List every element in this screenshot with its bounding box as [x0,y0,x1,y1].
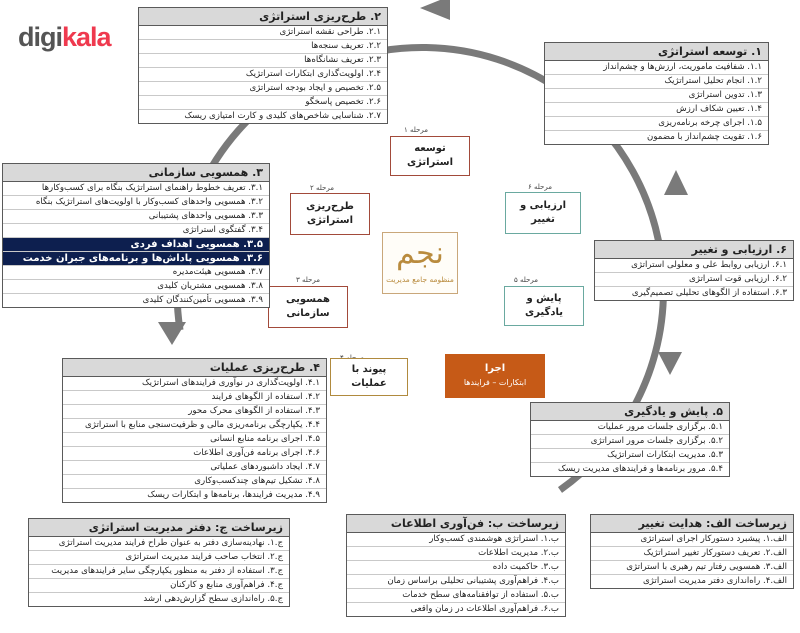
center-logo: نجم منظومه جامع مدیریت [382,232,458,294]
list-item: الف.۳. همسویی رفتار تیم رهبری با استراتژ… [591,561,793,575]
brand-logo: digikala [18,22,112,52]
stage-1: توسعه استراتژی [390,136,470,176]
list-item: ۴.۹. مدیریت فرایندها، برنامه‌ها و ابتکار… [147,490,320,500]
list-item: ۶.۳. استفاده از الگوهای تحلیلی تصمیم‌گیر… [631,288,787,298]
box-stage5: ۵. پایش و یادگیری ۵.۱. برگزاری جلسات مرو… [530,402,730,477]
stage-5: پایش و یادگیری [504,286,584,326]
box-stage3: ۳. همسویی سازمانی ۳.۱. تعریف خطوط راهنما… [2,163,270,308]
ring-arrowhead-top [420,0,450,20]
list-item: ب.۲. مدیریت اطلاعات [347,547,565,561]
box-sub-lead: زیرساخت الف: هدایت تغییر الف.۱. پیشبرد د… [590,514,794,589]
list-item: ۳.۴. گفتگوی استراتژی [3,224,269,238]
list-item: ۳.۳. همسویی واحدهای پشتیبانی [3,210,269,224]
stage-3-label: مرحله ۳ [296,276,320,284]
stage-3: همسویی سازمانی [268,286,348,328]
stage-6: ارزیابی و تغییر [505,192,581,234]
box-stage5-title: ۵. پایش و یادگیری [531,403,729,421]
list-item: ۲.۵. تخصیص و ایجاد بودجه استراتژی [139,82,387,96]
list-item: ۳.۹. همسویی تأمین‌کنندگان کلیدی [142,295,263,305]
stage-2-label: مرحله ۲ [310,184,334,192]
stage-4: پیوند با عملیات [330,358,408,396]
box-stage2: ۲. طرح‌ریزی استراتژی ۲.۱. طراحی نقشه است… [138,7,388,124]
stage-2: طرح‌ریزی استراتژی [290,193,370,235]
highlighted-item: ۳.۵. همسویی اهداف فردی [3,238,269,252]
list-item: ۵.۲. برگزاری جلسات مرور استراتژی [531,435,729,449]
list-item: ۳.۲. همسویی واحدهای کسب‌وکار با اولویت‌ه… [3,196,269,210]
list-item: ب.۴. فراهم‌آوری پشتیبانی تحلیلی براساس ز… [347,575,565,589]
list-item: ب.۶. فراهم‌آوری اطلاعات در زمان واقعی [410,604,559,614]
list-item: ۲.۳. تعریف نشانگاه‌ها [139,54,387,68]
list-item: ۴.۱. اولویت‌گذاری در نوآوری فرایندهای اس… [63,377,326,391]
list-item: ۱.۳. تدوین استراتژی [545,89,768,103]
list-item: ۳.۷. همسویی هیئت‌مدیره [3,266,269,280]
list-item: ب.۱. استراتژی هوشمندی کسب‌وکار [347,533,565,547]
box-sub-lead-title: زیرساخت الف: هدایت تغییر [591,515,793,533]
list-item: ۴.۵. اجرای برنامه منابع انسانی [63,433,326,447]
box-stage3-title: ۳. همسویی سازمانی [3,164,269,182]
list-item: ۱.۶. تقویت چشم‌انداز با مضمون [647,132,762,142]
list-item: ۴.۸. تشکیل تیم‌های چندکسب‌وکاری [63,475,326,489]
box-stage4-title: ۴. طرح‌ریزی عملیات [63,359,326,377]
highlighted-item: ۳.۶. همسویی پاداش‌ها و برنامه‌های جبران … [3,252,269,266]
list-item: ۱.۴. تعیین شکاف ارزش [545,103,768,117]
list-item: الف.۱. پیشبرد دستورکار اجرای استراتژی [591,533,793,547]
box-sub-it-title: زیرساخت ب: فن‌آوری اطلاعات [347,515,565,533]
list-item: الف.۴. راه‌اندازی دفتر مدیریت استراتژی [642,576,787,586]
list-item: ج.۵. راه‌اندازی سطح گزارش‌دهی ارشد [143,594,283,604]
stage-1-label: مرحله ۱ [404,126,428,134]
list-item: ۲.۲. تعریف سنجه‌ها [139,40,387,54]
ring-arrowhead-lower-right [658,352,682,375]
list-item: ۲.۴. اولویت‌گذاری ابتکارات استراتژیک [139,68,387,82]
ring-arrowhead-right [664,170,688,195]
list-item: ۵.۴. مرور برنامه‌ها و فرایندهای مدیریت ر… [558,464,723,474]
list-item: ۳.۸. همسویی مشتریان کلیدی [3,280,269,294]
list-item: ۱.۱. شفافیت ماموریت، ارزش‌ها و چشم‌انداز [545,61,768,75]
list-item: ۲.۶. تخصیص پاسخگو [139,96,387,110]
list-item: ۲.۷. شناسایی شاخص‌های کلیدی و کارت امتیا… [184,111,381,121]
ring-arrowhead-left [158,322,186,345]
list-item: ۴.۷. ایجاد داشبوردهای عملیاتی [63,461,326,475]
list-item: ۴.۲. استفاده از الگوهای فرایند [63,391,326,405]
box-stage1-title: ۱. توسعه استراتژی [545,43,768,61]
list-item: ۱.۲. انجام تحلیل استراتژیک [545,75,768,89]
box-stage1: ۱. توسعه استراتژی ۱.۱. شفافیت ماموریت، ا… [544,42,769,145]
box-stage6: ۶. ارزیابی و تغییر ۶.۱. ارزیابی روابط عل… [594,240,794,301]
list-item: ب.۵. استفاده از توافقنامه‌های سطح خدمات [347,589,565,603]
list-item: ۶.۱. ارزیابی روابط علی و معلولی استراتژی [595,259,793,273]
list-item: ج.۱. نهادینه‌سازی دفتر به عنوان طراح فرا… [29,537,289,551]
list-item: ۴.۴. یکپارچگی برنامه‌ریزی مالی و ظرفیت‌س… [63,419,326,433]
stage-5-label: مرحله ۵ [514,276,538,284]
list-item: ۲.۱. طراحی نقشه استراتژی [139,26,387,40]
list-item: ۱.۵. اجرای چرخه برنامه‌ریزی [545,117,768,131]
list-item: ۴.۳. استفاده از الگوهای محرک محور [63,405,326,419]
list-item: الف.۲. تعریف دستورکار تغییر استراتژیک [591,547,793,561]
list-item: ۳.۱. تعریف خطوط راهنمای استراتژیک بنگاه … [3,182,269,196]
box-sub-office-title: زیرساخت ج: دفتر مدیریت استراتژی [29,519,289,537]
list-item: ج.۳. استفاده از دفتر به منظور یکپارچگی س… [29,565,289,579]
list-item: ج.۲. انتخاب صاحب فرایند مدیریت استراتژی [29,551,289,565]
list-item: ۵.۱. برگزاری جلسات مرور عملیات [531,421,729,435]
box-stage4: ۴. طرح‌ریزی عملیات ۴.۱. اولویت‌گذاری در … [62,358,327,503]
list-item: ۶.۲. ارزیابی قوت استراتژی [595,273,793,287]
box-stage2-title: ۲. طرح‌ریزی استراتژی [139,8,387,26]
list-item: ب.۳. حاکمیت داده [347,561,565,575]
stage-6-label: مرحله ۶ [528,183,552,191]
list-item: ۵.۳. مدیریت ابتکارات استراتژیک [531,449,729,463]
list-item: ج.۴. فراهم‌آوری منابع و کارکنان [29,579,289,593]
box-stage6-title: ۶. ارزیابی و تغییر [595,241,793,259]
box-sub-office: زیرساخت ج: دفتر مدیریت استراتژی ج.۱. نها… [28,518,290,607]
box-sub-it: زیرساخت ب: فن‌آوری اطلاعات ب.۱. استراتژی… [346,514,566,617]
list-item: ۴.۶. اجرای برنامه فن‌آوری اطلاعات [63,447,326,461]
